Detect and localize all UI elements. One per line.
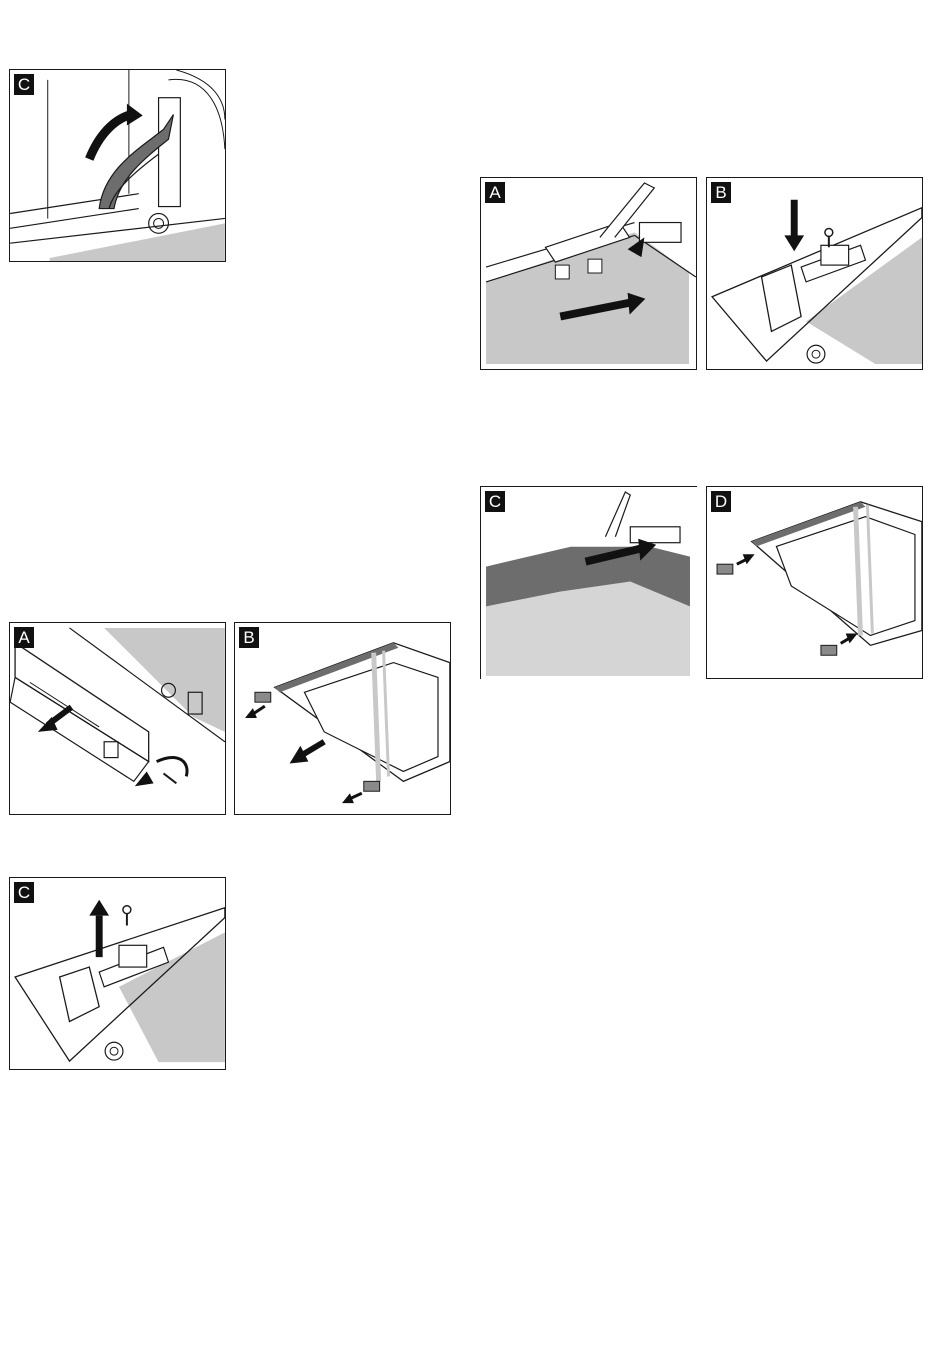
figure-seal-insertion: C (480, 486, 697, 679)
figure-label: A (485, 182, 505, 203)
figure-label: B (239, 627, 259, 648)
figure-slide-bracket: A (480, 177, 697, 370)
illustration-seal-insertion (481, 487, 697, 679)
figure-insert-screw: B (706, 177, 923, 370)
illustration-glass-pane (235, 623, 450, 814)
figure-label: D (711, 491, 731, 512)
illustration-hinge-lever (10, 70, 225, 261)
illustration-remove-strip (10, 623, 225, 814)
illustration-insert-screw (707, 178, 922, 369)
illustration-attach-clips (707, 487, 922, 678)
figure-label: C (14, 74, 34, 95)
figure-hinge-lever: C (9, 69, 226, 262)
figure-label: A (14, 627, 34, 648)
figure-remove-strip: A (9, 622, 226, 815)
figure-label: B (711, 182, 731, 203)
figure-screw-lift: C (9, 877, 226, 1070)
figure-label: C (14, 882, 34, 903)
figure-glass-pane: B (234, 622, 451, 815)
figure-label: C (485, 491, 505, 512)
illustration-screw-lift (10, 878, 225, 1069)
figure-attach-clips: D (706, 486, 923, 679)
illustration-slide-bracket (481, 178, 696, 369)
